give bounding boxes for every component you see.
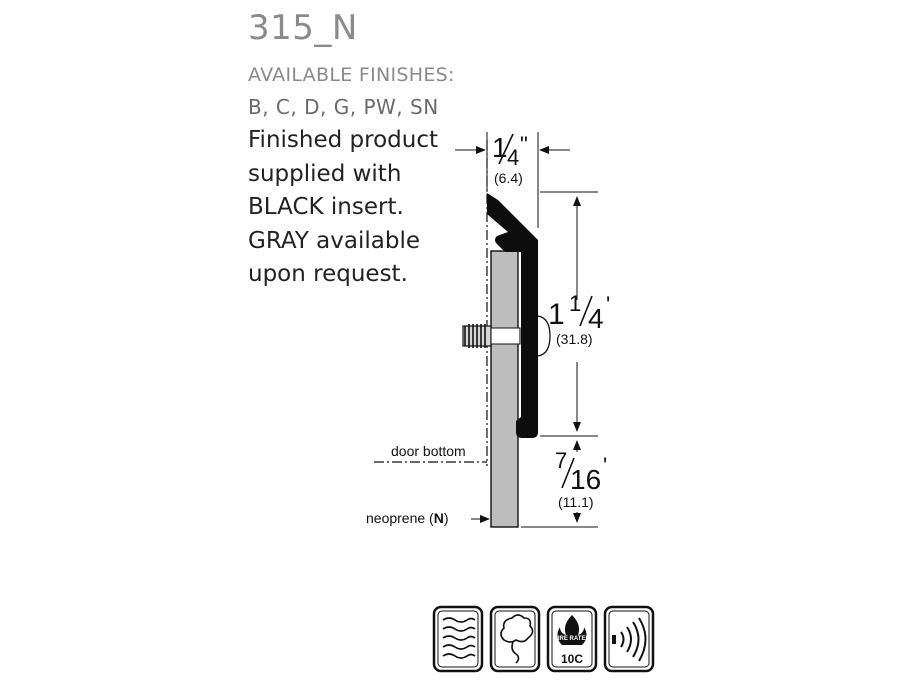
clearance-metric: (11.1) xyxy=(558,494,594,510)
clearance-den: 16 xyxy=(570,464,601,495)
finishes-label: AVAILABLE FINISHES: xyxy=(248,64,455,86)
height-metric: (31.8) xyxy=(556,331,593,347)
note-line: supplied with xyxy=(248,160,402,187)
neoprene-insert xyxy=(490,250,519,528)
aluminum-profile xyxy=(487,193,538,438)
width-num: 1 xyxy=(492,132,508,163)
smoke-icon xyxy=(489,605,541,673)
height-den: 4 xyxy=(588,303,604,334)
height-dimension: 1 1 4 ' (31.8) xyxy=(540,191,610,437)
height-mark: ' xyxy=(606,292,610,317)
note-line: BLACK insert. xyxy=(248,194,404,220)
fire-rating-text: 10C xyxy=(561,652,583,666)
sound-icon xyxy=(603,605,655,673)
neoprene-label: neoprene (N) xyxy=(366,510,449,526)
fire-rated-icon: FIRE RATED 10C xyxy=(546,605,598,673)
fire-rated-text: FIRE RATED xyxy=(554,636,590,642)
airflow-icon xyxy=(432,605,484,673)
width-metric: (6.4) xyxy=(494,170,523,186)
note-line: upon request. xyxy=(248,261,408,287)
height-num: 1 xyxy=(569,291,581,316)
screw xyxy=(462,315,551,357)
door-bottom-label: door bottom xyxy=(391,443,466,459)
finishes-list: B, C, D, G, PW, SN xyxy=(248,95,439,119)
width-den: 4 xyxy=(507,145,519,170)
width-mark: " xyxy=(520,132,528,157)
height-whole: 1 xyxy=(548,298,565,331)
note-line: GRAY available xyxy=(248,227,420,254)
width-dimension: 1 4 " (6.4) xyxy=(455,132,570,228)
clearance-dimension: 7 16 ' (11.1) xyxy=(521,440,607,528)
note-line: Finished product xyxy=(248,127,438,153)
product-notes: Finished product supplied with BLACK ins… xyxy=(248,124,478,292)
model-number: 315_N xyxy=(248,8,358,48)
clearance-mark: ' xyxy=(603,453,607,478)
clearance-num: 7 xyxy=(555,448,567,473)
